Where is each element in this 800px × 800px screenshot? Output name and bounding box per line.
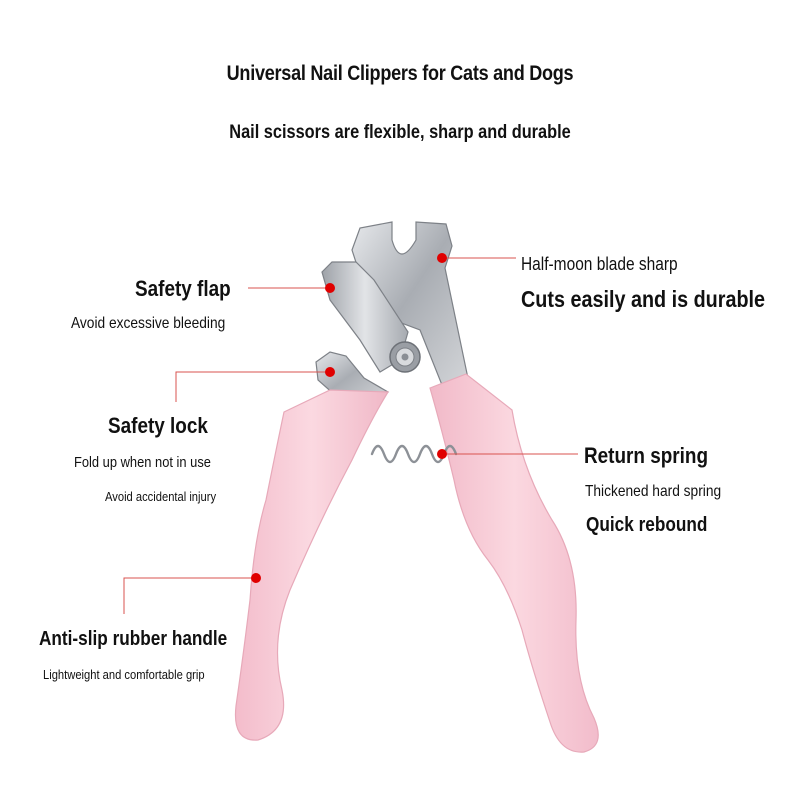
- safety-flap-heading: Safety flap: [135, 276, 231, 301]
- left-rubber-handle: [234, 389, 390, 741]
- page-title: Universal Nail Clippers for Cats and Dog…: [226, 62, 574, 85]
- safety-lock-heading: Safety lock: [108, 413, 208, 438]
- marker-dot-half-moon-blade: [437, 253, 447, 263]
- half-moon-blade-heading: Half-moon blade sharp: [521, 254, 678, 274]
- marker-dot-safety-lock: [325, 367, 335, 377]
- return-spring-heading: Return spring: [584, 443, 709, 468]
- return-spring-detail-2: Quick rebound: [586, 514, 708, 536]
- marker-dot-handle: [251, 573, 261, 583]
- handle-heading: Anti-slip rubber handle: [39, 628, 228, 650]
- safety-lock-detail: Fold up when not in use: [74, 454, 211, 471]
- safety-flap-detail: Avoid excessive bleeding: [71, 315, 226, 332]
- return-spring-detail: Thickened hard spring: [585, 483, 722, 500]
- page-subtitle: Nail scissors are flexible, sharp and du…: [229, 122, 571, 143]
- marker-dots: [251, 253, 447, 583]
- marker-dot-safety-flap: [325, 283, 335, 293]
- pivot-screw-icon: [389, 341, 421, 373]
- right-rubber-handle: [429, 373, 599, 753]
- safety-lock-detail-2: Avoid accidental injury: [105, 489, 217, 504]
- handle-detail: Lightweight and comfortable grip: [43, 667, 205, 682]
- leader-lines: [123, 257, 578, 614]
- half-moon-blade-detail: Cuts easily and is durable: [521, 286, 766, 312]
- marker-dot-return-spring: [437, 449, 447, 459]
